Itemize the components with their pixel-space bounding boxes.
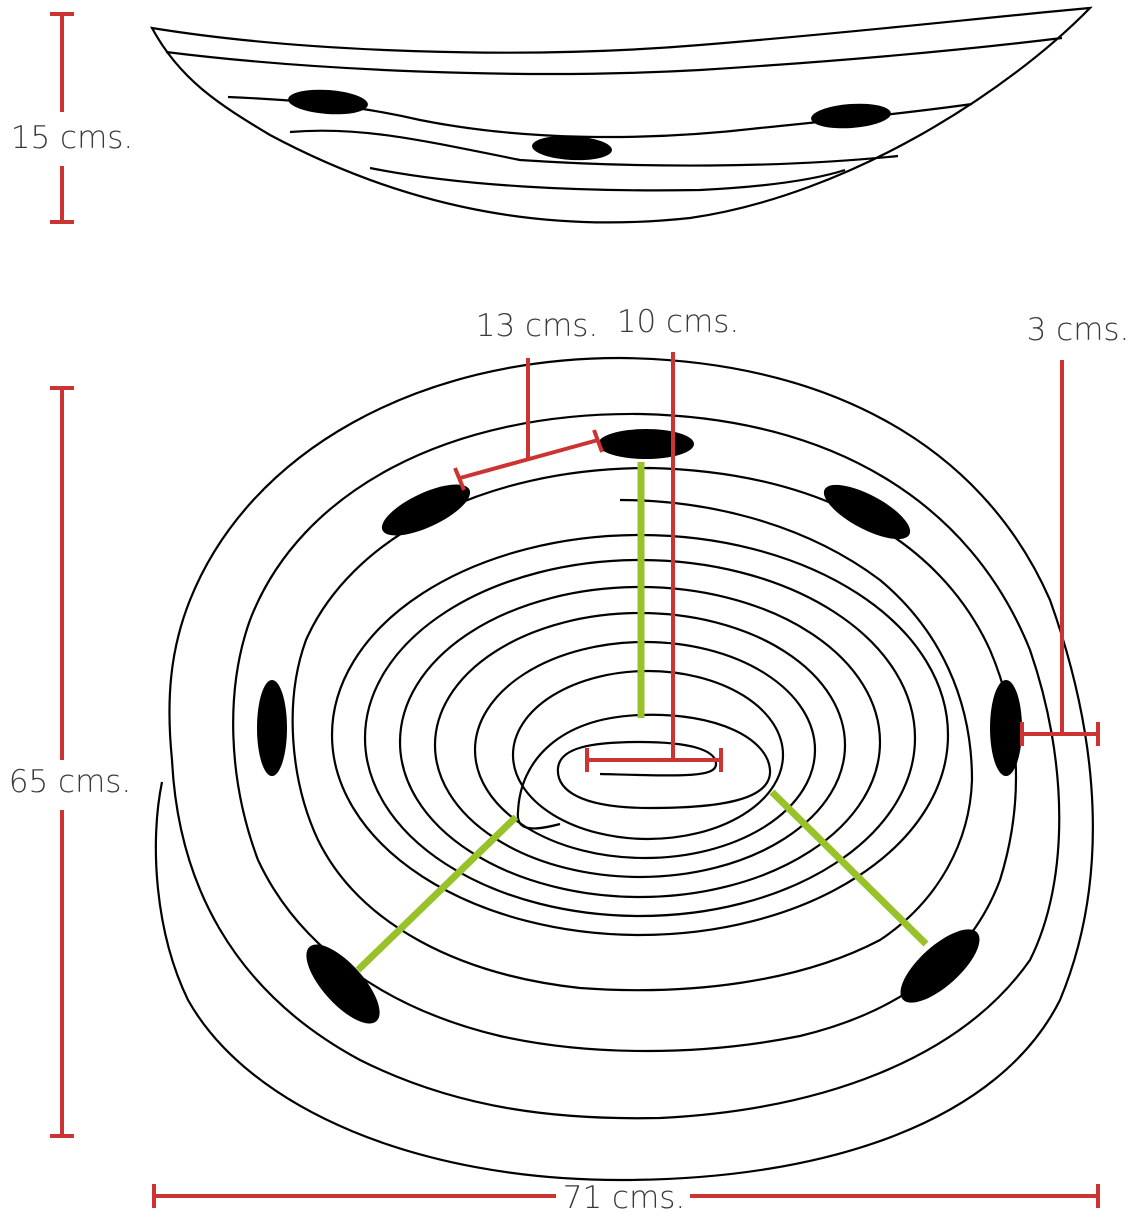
top-view-hole — [381, 484, 471, 536]
ring-gap-dimension: 3 cms. — [1020, 312, 1130, 746]
top-view-coil — [473, 640, 817, 860]
top-view-center-coil — [516, 713, 772, 830]
center-length-label: 10 cms. — [617, 304, 740, 340]
side-view-hole — [532, 135, 612, 161]
top-view-hole — [823, 484, 911, 540]
height-dimension: 15 cms. — [11, 12, 134, 224]
depth-dimension: 65 cms. — [9, 386, 132, 1138]
ring-gap-label: 3 cms. — [1027, 312, 1130, 348]
side-view-coil — [289, 129, 899, 167]
hole-spacing-dimension: 13 cms. — [453, 308, 604, 491]
width-dimension: 71 cms. — [152, 1180, 1100, 1216]
top-view-coil — [511, 669, 785, 841]
center-length-dimension: 10 cms. — [585, 304, 740, 772]
side-view-coil — [369, 166, 846, 192]
side-view-hole — [811, 103, 891, 129]
hole-spacing-label: 13 cms. — [476, 308, 599, 344]
top-view-hole — [900, 929, 980, 1003]
top-view-hole — [306, 944, 380, 1024]
side-view-hole — [288, 89, 368, 115]
height-label: 15 cms. — [11, 120, 134, 156]
top-view — [154, 356, 1094, 1182]
top-view-hole — [257, 680, 287, 776]
top-view-hole — [990, 680, 1022, 776]
width-label: 71 cms. — [563, 1180, 686, 1216]
top-view-hole — [598, 429, 694, 459]
side-view-coil — [165, 36, 1063, 76]
spoke-line — [355, 814, 519, 973]
side-view-rim — [149, 6, 1093, 224]
side-view — [149, 6, 1093, 224]
spoke-line — [769, 789, 929, 947]
depth-label: 65 cms. — [9, 764, 132, 800]
top-view-coil — [154, 356, 1094, 1182]
